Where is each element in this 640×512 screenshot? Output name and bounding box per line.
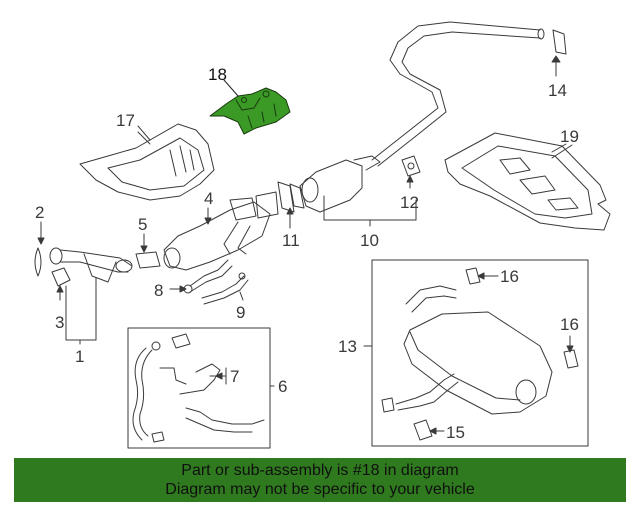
banner-line-2: Diagram may not be specific to your vehi… [165, 481, 475, 498]
gasket-part-2 [34, 221, 45, 277]
hanger-part-15 [413, 419, 445, 441]
callout-8: 8 [154, 281, 163, 300]
resonator-part-10 [299, 155, 417, 227]
pipe-part-9 [201, 272, 249, 305]
callout-10: 10 [360, 231, 379, 250]
info-banner: Part or sub-assembly is #18 in diagram D… [14, 458, 626, 502]
callout-9: 9 [236, 303, 245, 322]
callout-7: 7 [230, 367, 239, 386]
gasket-part-5 [135, 233, 161, 269]
hoses-part-7 [132, 333, 265, 443]
callout-16-top: 16 [500, 267, 519, 286]
banner-line-1: Part or sub-assembly is #18 in diagram [181, 462, 459, 479]
callout-1: 1 [75, 347, 84, 366]
heat-shield-part-18 [209, 87, 291, 135]
callout-14: 14 [548, 81, 567, 100]
heat-shield-part-19 [444, 132, 611, 231]
callout-3: 3 [55, 313, 64, 332]
callout-11: 11 [282, 231, 300, 250]
callout-12: 12 [400, 193, 419, 212]
tail-pipe-section [371, 21, 545, 167]
catalytic-converter-part-4 [163, 191, 279, 271]
heat-shield-part-17 [79, 123, 215, 201]
pipe-part-8 [169, 259, 233, 294]
box-part-6 [127, 327, 271, 449]
box-part-13 [371, 259, 589, 447]
callout-13: 13 [338, 337, 357, 356]
hanger-part-12 [401, 155, 421, 189]
front-pipe-part-1 [49, 247, 133, 345]
callout-16-side: 16 [560, 315, 579, 334]
exhaust-parts-diagram: 18 17 14 19 2 4 5 11 12 10 8 9 3 1 6 7 1… [34, 21, 611, 449]
hanger-part-16-side [563, 335, 579, 369]
gasket-part-11 [277, 181, 305, 229]
muffler-part-13 [381, 285, 553, 415]
callout-17: 17 [116, 111, 135, 130]
callout-2: 2 [35, 203, 44, 222]
callout-18: 18 [208, 65, 227, 84]
callout-19: 19 [560, 127, 579, 146]
gasket-part-14 [551, 29, 567, 77]
callout-5: 5 [138, 215, 147, 234]
callout-4: 4 [204, 189, 213, 208]
callout-15: 15 [446, 423, 465, 442]
callout-6: 6 [278, 377, 287, 396]
hanger-part-16-top [465, 267, 499, 285]
